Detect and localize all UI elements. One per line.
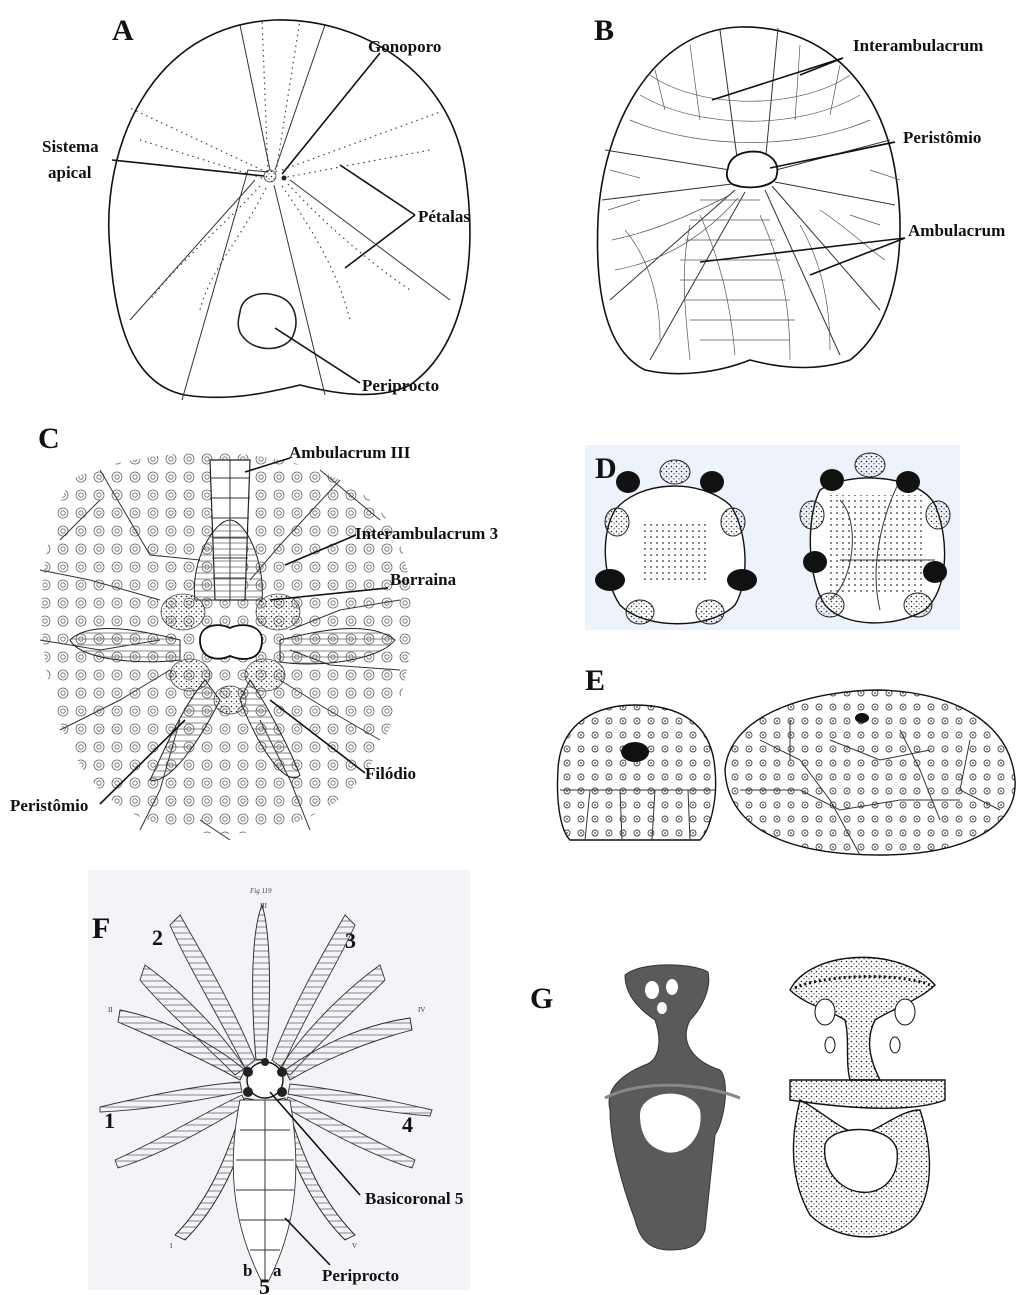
panel-a-apical-system bbox=[264, 170, 276, 182]
panel-a-letter: A bbox=[112, 14, 134, 47]
panel-b-plates bbox=[608, 45, 900, 360]
label-apical: apical bbox=[48, 163, 92, 182]
panel-b-peristome bbox=[727, 152, 778, 188]
panel-f-caption: Fig 119 bbox=[249, 887, 272, 895]
number-3: 3 bbox=[345, 928, 356, 953]
panel-e-letter: E bbox=[585, 664, 605, 697]
panel-e-test-large bbox=[725, 690, 1015, 855]
panel-a-leaders bbox=[112, 53, 415, 383]
label-ambulacrum: Ambulacrum bbox=[908, 221, 1005, 240]
label-sistema: Sistema bbox=[42, 137, 99, 156]
panel-f-letter: F bbox=[92, 912, 110, 945]
label-petalas: Pétalas bbox=[418, 207, 470, 226]
panel-a-periproct bbox=[238, 294, 296, 349]
label-periprocto-a: Periprocto bbox=[362, 376, 439, 395]
panel-f: F Fig 119 bbox=[88, 870, 470, 1295]
label-peristomio-b: Peristômio bbox=[903, 128, 981, 147]
panel-g-letter: G bbox=[530, 982, 553, 1015]
panel-e-test-small bbox=[558, 705, 716, 840]
roman-ii: II bbox=[108, 1006, 113, 1014]
panel-g: G bbox=[530, 957, 945, 1250]
number-2: 2 bbox=[152, 925, 163, 950]
label-a: a bbox=[273, 1261, 282, 1280]
label-periprocto-f: Periprocto bbox=[322, 1266, 399, 1285]
panel-c-peristome bbox=[200, 625, 262, 659]
label-interambulacrum-3: Interambulacrum 3 bbox=[355, 524, 498, 543]
panel-e: E bbox=[558, 664, 1016, 855]
panel-g-photo-specimen bbox=[605, 965, 740, 1250]
panel-c: C bbox=[10, 422, 498, 840]
number-5: 5 bbox=[259, 1274, 270, 1295]
label-b: b bbox=[243, 1261, 252, 1280]
label-peristomio-c: Peristômio bbox=[10, 796, 88, 815]
roman-v: V bbox=[352, 1242, 357, 1250]
label-gonoporo: Gonoporo bbox=[368, 37, 441, 56]
panel-d: D bbox=[585, 445, 960, 630]
panel-a-sutures bbox=[130, 25, 450, 400]
panel-g-drawn-specimen bbox=[790, 957, 945, 1237]
label-basicoronal: Basicoronal 5 bbox=[365, 1189, 463, 1208]
number-1: 1 bbox=[104, 1108, 115, 1133]
panel-b: B bbox=[594, 14, 1005, 374]
label-borraina: Borraina bbox=[390, 570, 457, 589]
panel-c-letter: C bbox=[38, 422, 60, 455]
panel-b-letter: B bbox=[594, 14, 614, 47]
panel-d-letter: D bbox=[595, 452, 617, 485]
number-4: 4 bbox=[402, 1112, 413, 1137]
label-ambulacrum-iii: Ambulacrum III bbox=[289, 443, 411, 462]
roman-iv: IV bbox=[418, 1006, 425, 1014]
roman-iii: III bbox=[260, 902, 268, 910]
label-filodio: Filódio bbox=[365, 764, 416, 783]
panel-a-gonopore bbox=[282, 176, 287, 181]
panel-a: A Go bbox=[42, 14, 470, 400]
label-interambulacrum: Interambulacrum bbox=[853, 36, 983, 55]
